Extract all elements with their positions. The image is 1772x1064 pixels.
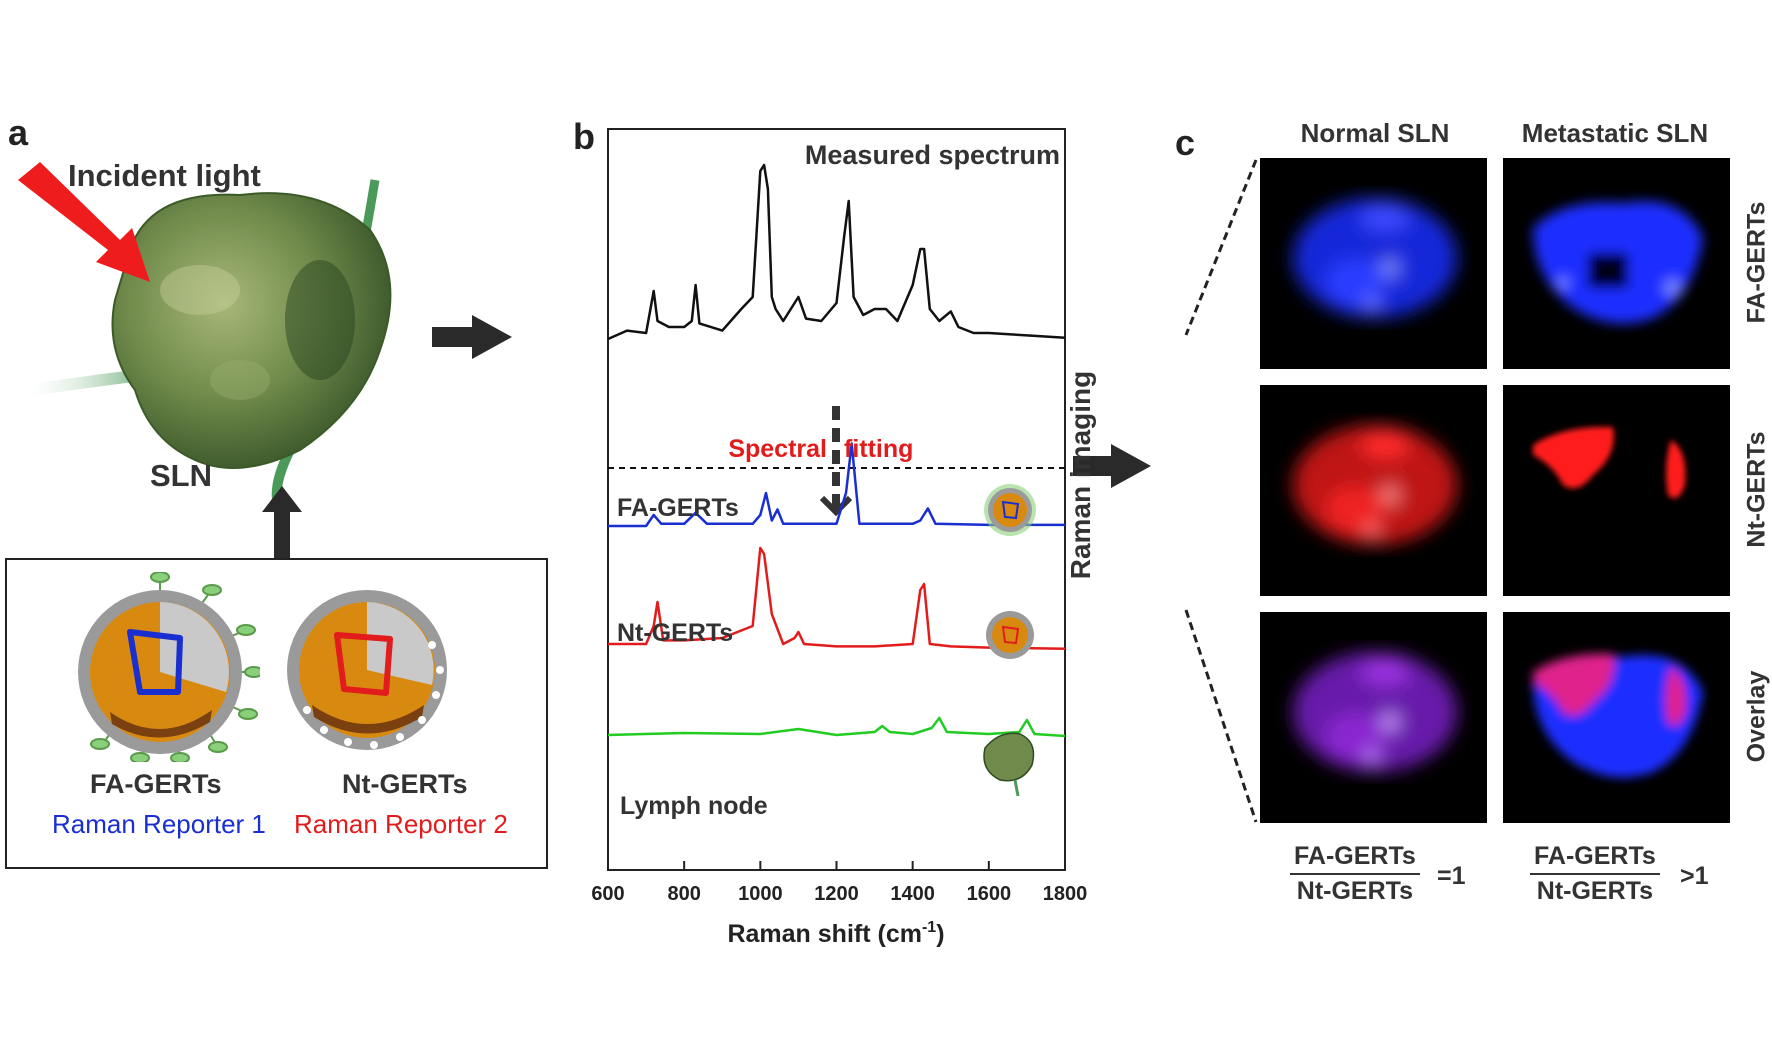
row-label-nt-gerts: Nt-GERTs xyxy=(1742,431,1771,548)
x-tick-label: 600 xyxy=(591,883,624,905)
sln-illustration xyxy=(18,162,392,510)
series-line-measured-spectrum xyxy=(607,163,1066,341)
fa-gerts-name: FA-GERTs xyxy=(90,769,222,799)
x-tick-label: 1200 xyxy=(814,883,859,905)
row-label-overlay: Overlay xyxy=(1742,670,1771,763)
ratio-normal: FA-GERTs Nt-GERTs xyxy=(1290,842,1420,906)
ratio-numerator: FA-GERTs xyxy=(1530,842,1660,875)
image-metastatic-overlay xyxy=(1503,612,1730,823)
fa-gerts-particle-icon xyxy=(78,572,260,762)
fitting-arrow xyxy=(819,406,853,517)
raman-reporter-2-label: Raman Reporter 2 xyxy=(294,809,508,839)
series-layer xyxy=(607,163,1066,738)
x-tick-label: 1400 xyxy=(890,883,935,905)
x-tick-label: 1800 xyxy=(1043,883,1088,905)
spectra-chart: 600 800 1000 1200 1400 1600 1800 Measured spec… xyxy=(591,128,1087,948)
spectral-fitting-label-2: fitting xyxy=(844,435,913,463)
right-arrow-icon xyxy=(1073,444,1151,488)
x-axis-label: Raman shift (cm-1) xyxy=(727,919,944,948)
right-arrow-icon xyxy=(432,315,512,359)
series-label-nt-gerts: Nt-GERTs xyxy=(617,619,733,647)
raman-imaging-label: Raman imaging xyxy=(1065,370,1096,580)
nt-gerts-name: Nt-GERTs xyxy=(342,769,468,799)
incident-light-label: Incident light xyxy=(68,158,261,193)
tick-layer: 600 800 1000 1200 1400 1600 1800 xyxy=(591,861,1087,905)
panel-c-letter: c xyxy=(1175,122,1196,163)
x-tick-label: 1000 xyxy=(738,883,783,905)
measured-spectrum-label: Measured spectrum xyxy=(805,140,1060,170)
series-line-lymph-node xyxy=(607,716,1066,738)
ratio-numerator: FA-GERTs xyxy=(1290,842,1420,875)
ratio-normal-relation: =1 xyxy=(1437,862,1466,890)
raman-reporter-1-label: Raman Reporter 1 xyxy=(52,809,266,839)
image-metastatic-nt-gerts xyxy=(1503,385,1730,596)
series-label-fa-gerts: FA-GERTs xyxy=(617,494,739,522)
series-label-lymph-node: Lymph node xyxy=(620,792,768,820)
nt-gerts-mini-icon xyxy=(986,611,1034,659)
up-arrow-icon xyxy=(262,486,302,560)
ratio-metastatic: FA-GERTs Nt-GERTs xyxy=(1530,842,1660,906)
x-tick-label: 800 xyxy=(667,883,700,905)
col-header-metastatic: Metastatic SLN xyxy=(1521,118,1709,148)
panel-a-letter: a xyxy=(8,112,29,153)
nt-gerts-particle-icon xyxy=(287,590,447,750)
fa-gerts-mini-icon xyxy=(984,484,1036,536)
lymph-node-shape xyxy=(111,192,392,469)
image-metastatic-fa-gerts xyxy=(1503,158,1730,369)
spectral-fitting-label-1: Spectral xyxy=(728,435,827,463)
x-tick-label: 1600 xyxy=(967,883,1012,905)
image-normal-overlay xyxy=(1260,612,1487,823)
image-normal-nt-gerts xyxy=(1260,385,1487,596)
lymph-node-mini-icon xyxy=(983,732,1035,797)
zoom-lines xyxy=(1184,159,1258,823)
series-line-fa-gerts xyxy=(608,442,1065,528)
row-label-fa-gerts: FA-GERTs xyxy=(1742,201,1771,324)
col-header-normal: Normal SLN xyxy=(1300,118,1450,148)
ratio-denominator: Nt-GERTs xyxy=(1536,877,1653,905)
ratio-metastatic-relation: >1 xyxy=(1680,862,1709,890)
panel-b-letter: b xyxy=(573,116,595,157)
image-normal-fa-gerts xyxy=(1260,158,1487,369)
ratio-denominator: Nt-GERTs xyxy=(1296,877,1413,905)
series-line-nt-gerts xyxy=(608,546,1066,651)
sln-label: SLN xyxy=(150,458,212,493)
incident-light-arrow xyxy=(18,162,150,282)
